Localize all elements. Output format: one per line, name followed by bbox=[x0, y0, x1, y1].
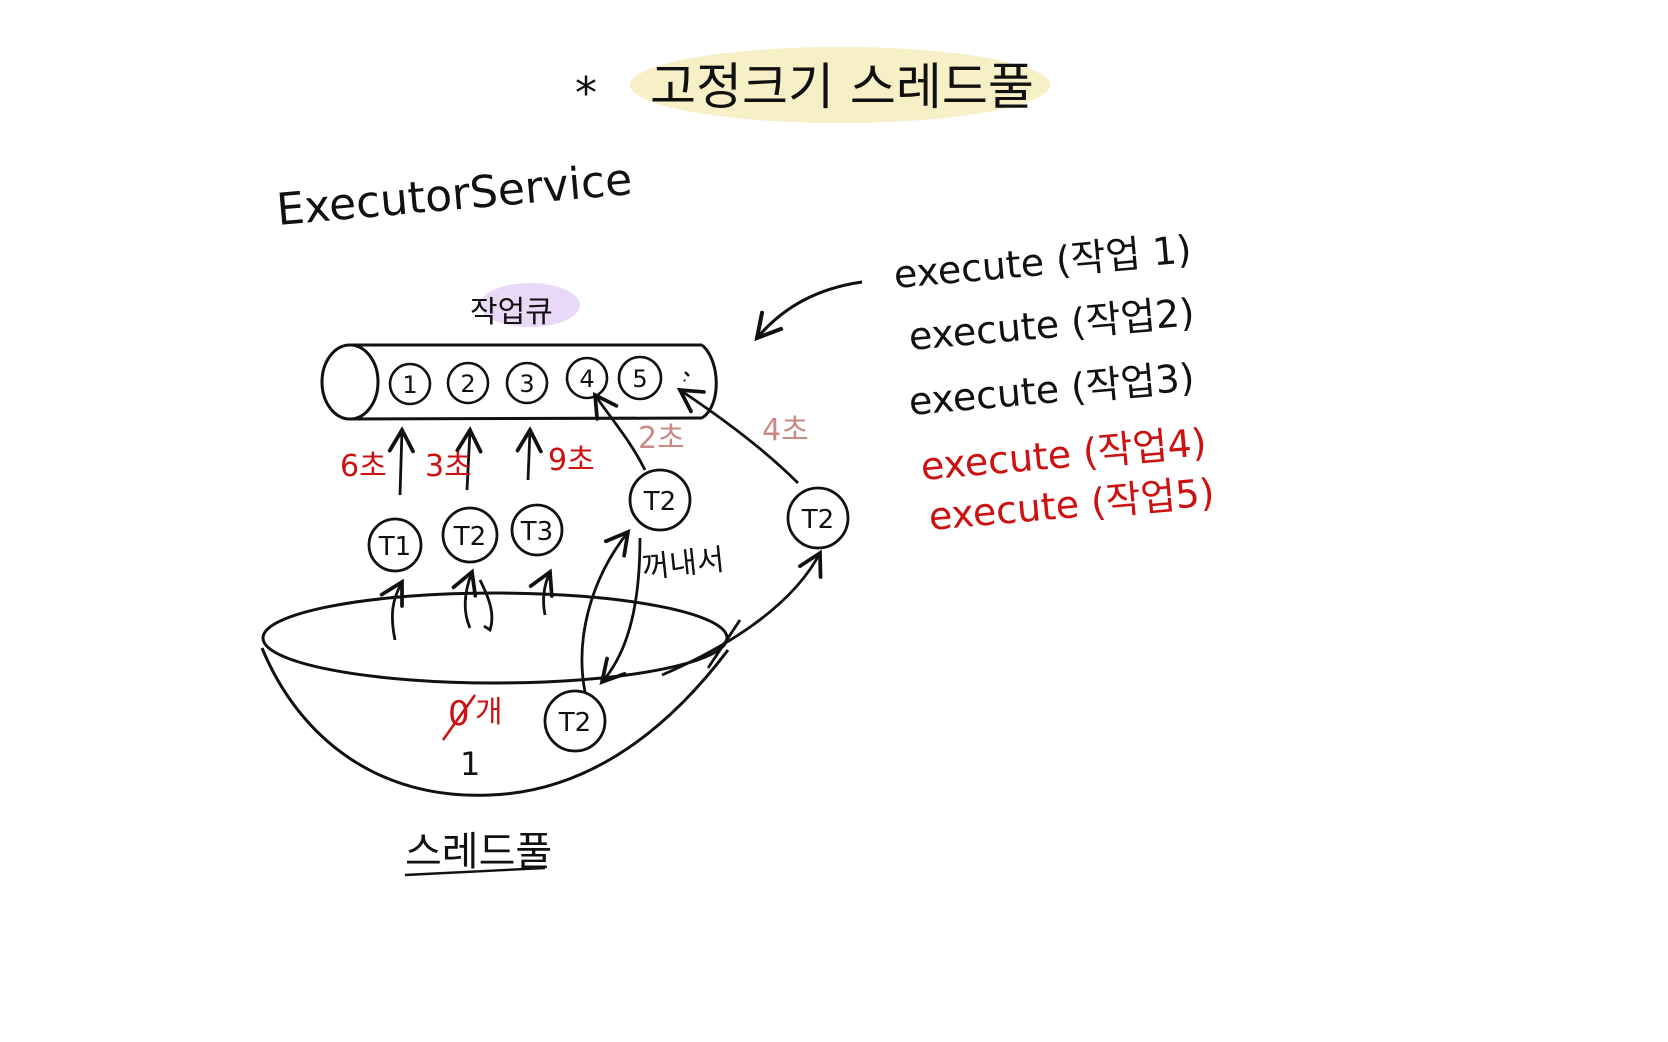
queue-slot-4-label: 4 bbox=[579, 365, 594, 393]
pool-count-strike-line bbox=[441, 694, 477, 741]
enqueue-arrow bbox=[754, 280, 863, 342]
t2-duration: 3초 bbox=[425, 449, 472, 484]
queue-label-group: 작업큐 bbox=[470, 283, 580, 330]
queue-slot-4 bbox=[565, 356, 609, 400]
thread-to-queue-arrows bbox=[387, 387, 799, 496]
thread-t3-label: T3 bbox=[520, 517, 553, 547]
pool-to-t3-arrow bbox=[528, 568, 554, 616]
pool-to-t2-arrow bbox=[451, 568, 478, 629]
thread-t2-next-label: T2 bbox=[801, 505, 834, 535]
queue-bottom-edge bbox=[349, 416, 703, 421]
queue-label-highlight bbox=[480, 283, 580, 327]
queue-slot-1 bbox=[388, 362, 432, 406]
t3-to-slot-3-arrow bbox=[515, 426, 543, 481]
t1-duration: 6초 bbox=[340, 449, 387, 484]
task-queue-cylinder bbox=[320, 343, 718, 421]
t2-running-back-to-pool-arrow bbox=[599, 537, 642, 685]
queue-slot-2 bbox=[446, 361, 490, 405]
t1-to-slot-1-arrow bbox=[387, 426, 415, 496]
queue-slot-3 bbox=[505, 361, 549, 405]
thread-pool-label-underline bbox=[404, 866, 546, 877]
thread-pool-label: 스레드풀 bbox=[405, 829, 552, 875]
t2-to-slot-5-arrow bbox=[676, 387, 799, 484]
pool-count-group: 0 개 1 bbox=[441, 694, 503, 783]
pool-to-t2-running-arrow bbox=[580, 528, 631, 693]
thread-t2-in-pool bbox=[543, 689, 607, 753]
pool-to-thread-arrows bbox=[379, 528, 823, 693]
task4-duration: 2초 bbox=[638, 421, 685, 456]
thread-t2-running-label: T2 bbox=[643, 487, 676, 517]
pool-side-stroke bbox=[706, 619, 742, 669]
t2-return-arrow bbox=[478, 579, 494, 633]
thread-t2-in-pool-label: T2 bbox=[558, 708, 591, 738]
thread-t1 bbox=[367, 517, 423, 573]
title-text: 고정크기 스레드풀 bbox=[650, 58, 1034, 116]
take-out-label: 꺼내서 bbox=[640, 542, 726, 585]
pool-count-current: 개 bbox=[475, 695, 503, 730]
title-group: * 고정크기 스레드풀 bbox=[575, 47, 1050, 123]
thread-pool-rim bbox=[261, 591, 729, 685]
queue-slot-5-label: 5 bbox=[632, 365, 647, 393]
execute-call-1: execute (작업 1) bbox=[892, 227, 1193, 297]
thread-pool-body bbox=[260, 647, 730, 797]
t3-duration: 9초 bbox=[548, 443, 595, 478]
queue-back-end bbox=[700, 343, 718, 420]
execute-calls: execute (작업 1) execute (작업2) execute (작업… bbox=[892, 227, 1216, 539]
queue-slot-3-label: 3 bbox=[519, 370, 534, 398]
thread-t2-next bbox=[786, 486, 850, 550]
t2-to-slot-2-arrow bbox=[455, 426, 483, 491]
queue-next-slot-mark bbox=[683, 371, 690, 382]
thread-t1-label: T1 bbox=[378, 532, 411, 562]
pool-count-new: 1 bbox=[460, 745, 480, 783]
thread-t3 bbox=[510, 503, 564, 557]
title-highlight bbox=[630, 47, 1050, 123]
queue-slot-1-label: 1 bbox=[402, 371, 417, 399]
executor-service-label: ExecutorService bbox=[275, 154, 635, 236]
thread-circles bbox=[367, 468, 850, 753]
execute-call-3: execute (작업3) bbox=[907, 355, 1196, 424]
queue-slots bbox=[388, 355, 663, 406]
thread-t2-running bbox=[628, 468, 692, 532]
pool-to-t1-arrow bbox=[379, 578, 404, 641]
task5-duration: 4초 bbox=[762, 413, 809, 448]
t2-to-slot-4-arrow bbox=[592, 391, 647, 471]
execute-call-2: execute (작업2) bbox=[907, 290, 1196, 359]
queue-label: 작업큐 bbox=[470, 295, 553, 330]
queue-front-end bbox=[320, 343, 380, 421]
pool-to-t2-next-arrow bbox=[661, 549, 823, 677]
thread-t2 bbox=[441, 506, 499, 564]
queue-slot-2-label: 2 bbox=[460, 370, 475, 398]
title-star: * bbox=[575, 68, 597, 119]
thread-t2-label: T2 bbox=[453, 522, 486, 552]
queue-slot-5 bbox=[617, 355, 663, 401]
